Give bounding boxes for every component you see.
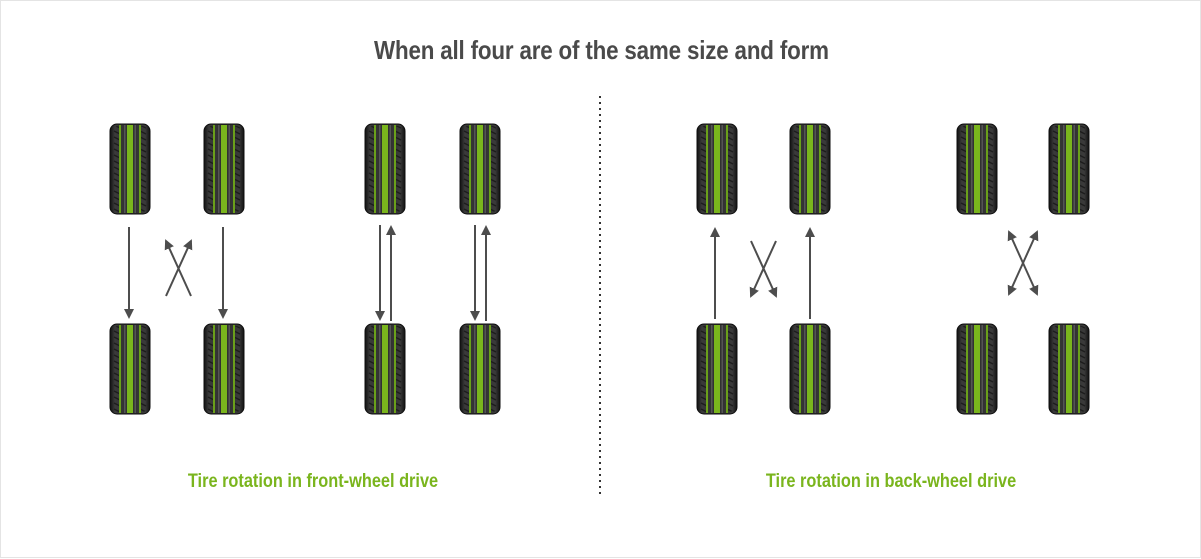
tire-icon	[1048, 323, 1090, 415]
tire-icon	[956, 123, 998, 215]
tire-icon	[789, 323, 831, 415]
arrow-icon	[1007, 262, 1024, 296]
tire-icon	[696, 123, 738, 215]
arrow-icon	[1007, 230, 1024, 264]
arrow-icon	[165, 239, 193, 297]
arrow-icon	[1022, 230, 1039, 264]
tire-icon	[789, 123, 831, 215]
tire-icon	[364, 123, 406, 215]
tire-icon	[203, 123, 245, 215]
caption-back-wheel-drive: Tire rotation in back-wheel drive	[765, 471, 1017, 492]
caption-front-wheel-drive: Tire rotation in front-wheel drive	[187, 471, 439, 492]
tire-icon	[203, 323, 245, 415]
tire-icon	[459, 323, 501, 415]
tire-icon	[109, 123, 151, 215]
tire-icon	[956, 323, 998, 415]
tire-icon	[364, 323, 406, 415]
tire-icon	[1048, 123, 1090, 215]
tire-icon	[109, 323, 151, 415]
arrow-icon	[749, 240, 777, 298]
tire-icon	[459, 123, 501, 215]
tire-icon	[696, 323, 738, 415]
diagram-title: When all four are of the same size and f…	[374, 35, 829, 65]
arrow-icon	[1022, 262, 1039, 296]
